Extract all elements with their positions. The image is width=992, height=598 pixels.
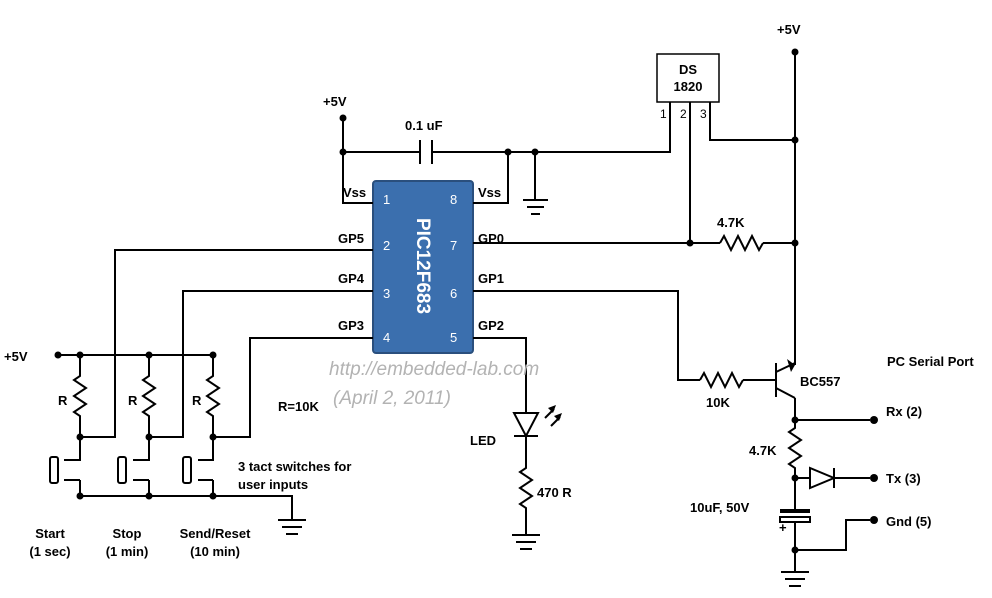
pullup-resistor-label: 4.7K	[717, 215, 745, 230]
tx-terminal	[870, 474, 878, 482]
switch-start-sublabel: (1 sec)	[29, 544, 70, 559]
switch-start-label: Start	[35, 526, 65, 541]
resistor-label-3: R	[192, 393, 202, 408]
chip-pin-6: 6	[450, 286, 457, 301]
pin-name-gp5: GP5	[338, 231, 364, 246]
resistor-value-note: R=10K	[278, 399, 319, 414]
serial-port-title: PC Serial Port	[887, 354, 974, 369]
sensor-name-2: 1820	[674, 79, 703, 94]
chip-pin-8: 8	[450, 192, 457, 207]
chip-pin-7: 7	[450, 238, 457, 253]
transistor-label: BC557	[800, 374, 840, 389]
electrolytic-cap-bottom	[779, 516, 811, 523]
chip-pin-2: 2	[383, 238, 390, 253]
gnd-label: Gnd (5)	[886, 514, 932, 529]
chip-body	[372, 180, 474, 354]
vcc-label-switches: +5V	[4, 349, 28, 364]
sensor-pin-2: 2	[680, 107, 687, 121]
sensor-name-1: DS	[679, 62, 697, 77]
wires-led	[473, 337, 561, 550]
transistor-emitter-arrow	[787, 359, 795, 372]
electrolytic-cap-plus: +	[779, 520, 787, 535]
tx-diode	[809, 466, 837, 490]
switch-stop-actuator	[117, 456, 127, 484]
ds1820-sensor: DS 1820 1 2 3	[656, 53, 720, 121]
switch-note-line2: user inputs	[238, 477, 308, 492]
wires-switches	[58, 249, 373, 535]
rx-terminal	[870, 416, 878, 424]
chip-pin-5: 5	[450, 330, 457, 345]
led-diode	[512, 412, 540, 439]
switch-send-sublabel: (10 min)	[190, 544, 240, 559]
chip-pin-1: 1	[383, 192, 390, 207]
switch-stop-sublabel: (1 min)	[106, 544, 149, 559]
pin-name-gp1: GP1	[478, 271, 504, 286]
chip-pin-4: 4	[383, 330, 390, 345]
switch-send-label: Send/Reset	[180, 526, 251, 541]
junctions-transistor	[791, 416, 799, 554]
tx-label: Tx (3)	[886, 471, 921, 486]
led-resistor-label: 470 R	[537, 485, 572, 500]
wires-sensor	[473, 52, 796, 365]
pin-name-gp4: GP4	[338, 271, 365, 286]
led-ray-arrow-2	[554, 413, 562, 421]
base-resistor-label: 10K	[706, 395, 730, 410]
switch-note-line1: 3 tact switches for	[238, 459, 351, 474]
rx-label: Rx (2)	[886, 404, 922, 419]
sensor-body	[656, 53, 720, 103]
electrolytic-cap-label: 10uF, 50V	[690, 500, 750, 515]
sensor-pin-1: 1	[660, 107, 667, 121]
gnd-terminal	[870, 516, 878, 524]
led-label: LED	[470, 433, 496, 448]
switch-send-actuator	[182, 456, 192, 484]
chip-pin-3: 3	[383, 286, 390, 301]
junctions-power	[339, 114, 539, 156]
pin-name-gp3: GP3	[338, 318, 364, 333]
led-ray-arrow-1	[548, 405, 556, 413]
resistor-label-2: R	[128, 393, 138, 408]
switch-stop-label: Stop	[113, 526, 142, 541]
pin-name-vss-right: Vss	[478, 185, 501, 200]
chip-name: PIC12F683	[412, 218, 433, 314]
switch-start-actuator	[49, 456, 59, 484]
pin-name-gp2: GP2	[478, 318, 504, 333]
electrolytic-cap-top	[780, 509, 810, 513]
resistor-label-1: R	[58, 393, 68, 408]
pin-name-vss-left: Vss	[343, 185, 366, 200]
junctions-sensor	[686, 48, 799, 247]
sensor-pin-3: 3	[700, 107, 707, 121]
watermark-date: (April 2, 2011)	[333, 388, 451, 409]
vcc-label-chip: +5V	[323, 94, 347, 109]
junctions-switches	[54, 351, 217, 500]
wires-transistor	[473, 290, 870, 587]
watermark-url: http://embedded-lab.com	[329, 359, 539, 380]
vcc-label-sensor: +5V	[777, 22, 801, 37]
tx-resistor-label: 4.7K	[749, 443, 777, 458]
cap-label: 0.1 uF	[405, 118, 443, 133]
pic-chip: 1 2 3 4 5 6 7 8 PIC12F683	[372, 180, 474, 354]
